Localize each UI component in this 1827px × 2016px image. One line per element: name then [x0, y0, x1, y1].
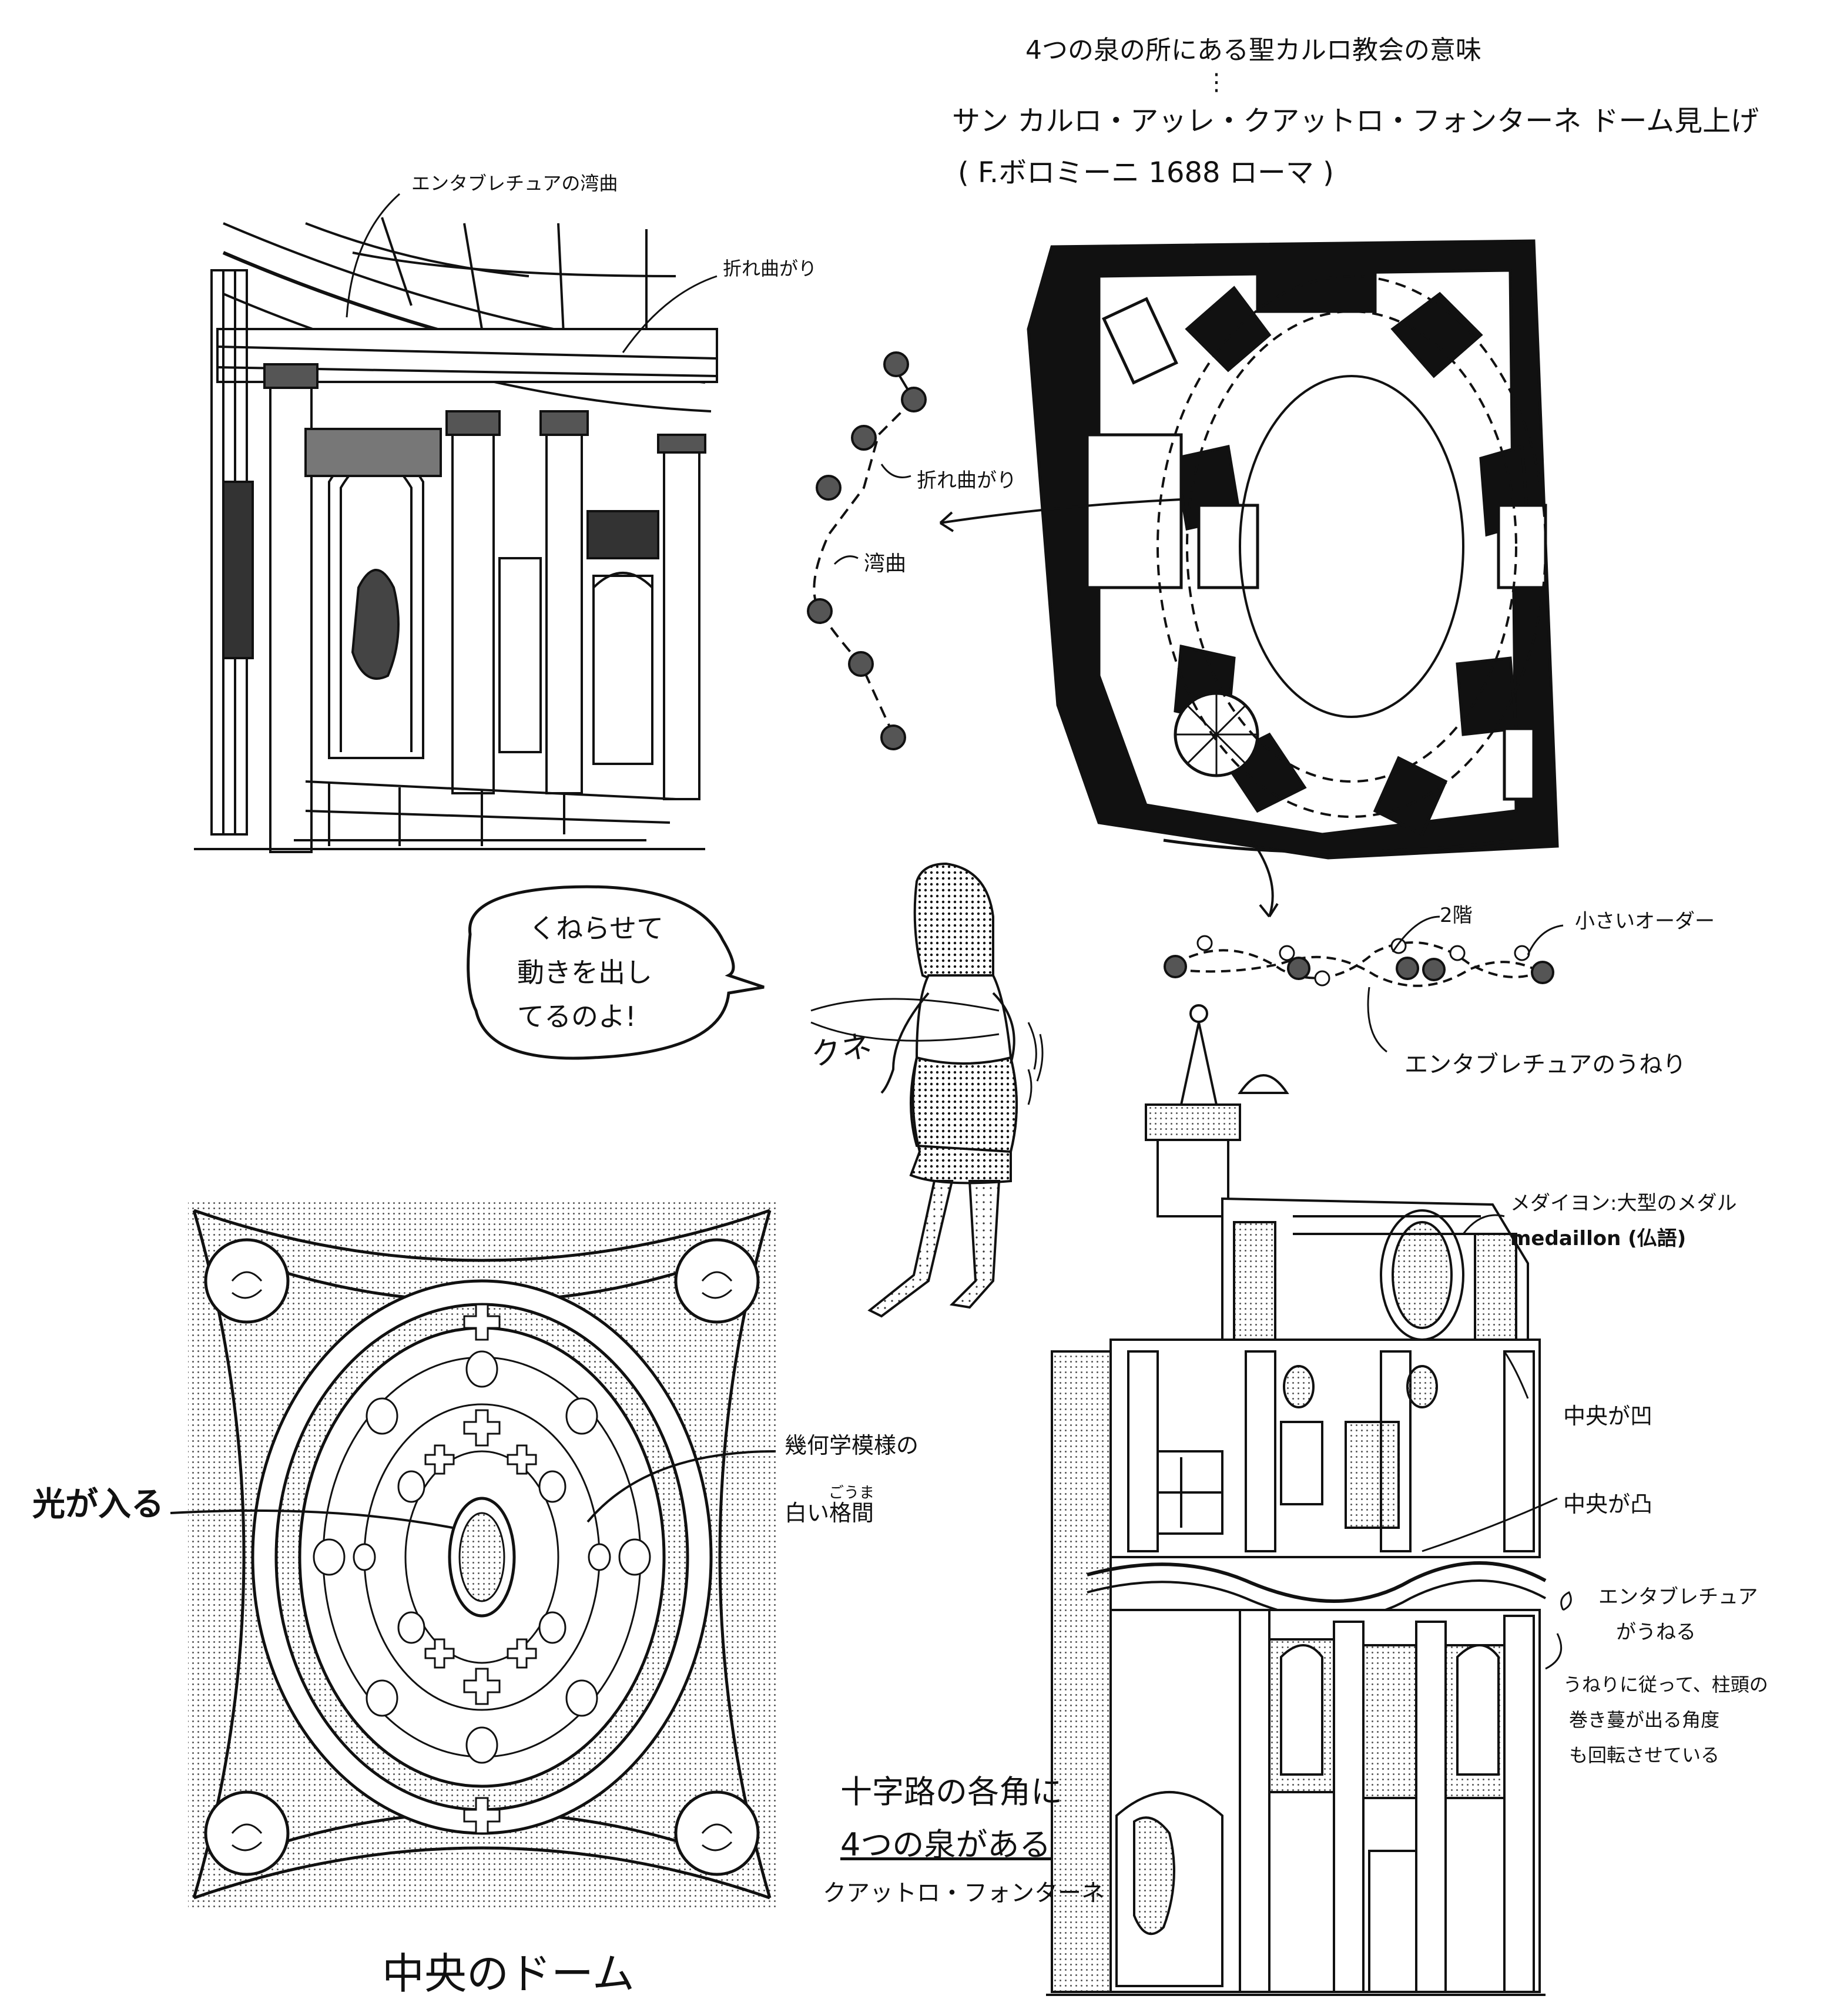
label-center-concave: 中央が凹	[1563, 1403, 1653, 1429]
label-small-order: 小さいオーダー	[1575, 910, 1715, 933]
label-center-convex: 中央が凸	[1563, 1491, 1653, 1517]
label-capital-note-2: 巻き蔓が出る角度	[1569, 1709, 1720, 1731]
label-entablature-wave-2: がうねる	[1616, 1621, 1696, 1644]
label-entablature-wave: エンタブレチュアのうねり	[1404, 1051, 1687, 1078]
label-entablature-wave-1: エンタブレチュア	[1598, 1585, 1758, 1609]
title-line-1: 4つの泉の所にある聖カルロ教会の意味	[1025, 35, 1481, 65]
speech-line-1: くねらせて	[529, 913, 664, 944]
title-ellipsis: ⋮	[1205, 69, 1228, 96]
label-furigana: ごうま	[829, 1484, 875, 1502]
dome-caption: 中央のドーム	[382, 1949, 635, 1998]
label-bend-diagram: 折れ曲がり	[917, 469, 1017, 492]
label-light-enters: 光が入る	[32, 1485, 164, 1524]
label-capital-note-1: うねりに従って、柱頭の	[1563, 1673, 1768, 1696]
label-geometric-1: 幾何学模様の	[785, 1433, 919, 1458]
label-entablature-curve: エンタブレチュアの湾曲	[411, 172, 618, 194]
label-medallion-ja: メダイヨン:大型のメダル	[1510, 1192, 1737, 1215]
label-second-floor: 2階	[1440, 904, 1473, 927]
label-fountain-2: 4つの泉がある	[840, 1826, 1051, 1863]
label-medallion-fr: medaillon (仏語)	[1510, 1227, 1687, 1250]
label-geometric-2: 白い格間	[785, 1500, 874, 1526]
sfx-kune: クネ	[808, 1028, 875, 1074]
label-fountain-3: クアットロ・フォンターネ	[823, 1880, 1105, 1907]
speech-line-2: 動きを出し	[517, 957, 652, 988]
label-fountain-1: 十字路の各角に	[840, 1773, 1062, 1810]
label-bend-interior: 折れ曲がり	[723, 257, 817, 280]
speech-line-3: てるのよ!	[517, 1001, 636, 1032]
title-line-3: ( F.ボロミーニ 1688 ローマ )	[958, 156, 1334, 189]
label-curve-diagram: 湾曲	[864, 552, 907, 576]
title-line-2: サン カルロ・アッレ・クアットロ・フォンターネ ドーム見上げ	[952, 105, 1759, 137]
label-capital-note-3: も回転させている	[1569, 1744, 1720, 1766]
